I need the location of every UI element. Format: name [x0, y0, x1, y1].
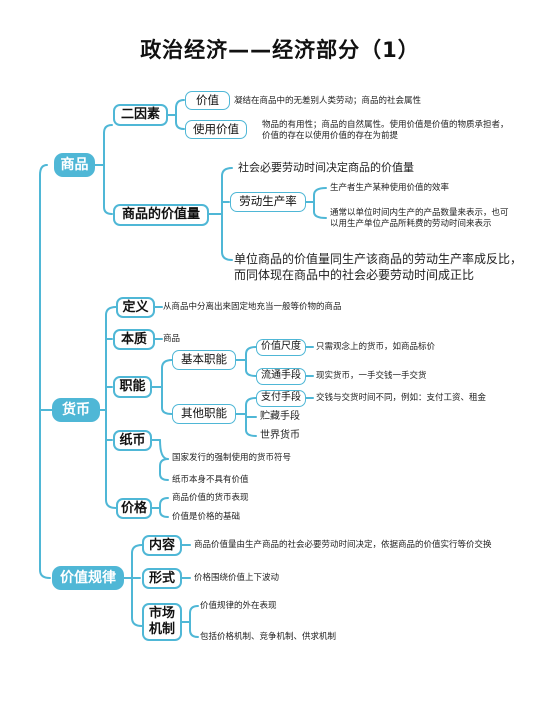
- node-essence: 本质: [113, 329, 155, 350]
- use-value-description-1: 物品的有用性；商品的自然属性。使用价值是价值的物质承担者，: [262, 120, 509, 130]
- node-world-currency: 世界货币: [260, 430, 300, 441]
- price-description-2: 价值是价格的基础: [172, 512, 241, 522]
- market-mechanism-label-2: 机制: [148, 622, 175, 637]
- paper-money-description-2: 纸币本身不具有价值: [172, 475, 249, 485]
- node-use-value: 使用价值: [185, 120, 247, 139]
- node-currency: 货币: [52, 398, 100, 422]
- page-title: 政治经济——经济部分（1）: [140, 38, 420, 62]
- use-value-description-2: 价值的存在以使用价值的存在为前提: [262, 131, 399, 141]
- node-measure-of-value: 价值尺度: [256, 339, 306, 356]
- definition-description: 从商品中分离出来固定地充当一般等价物的商品: [163, 302, 342, 312]
- node-means-of-storage: 贮藏手段: [260, 411, 300, 422]
- node-other-functions: 其他职能: [172, 404, 236, 424]
- price-description-1: 商品价值的货币表现: [172, 493, 249, 503]
- productivity-description-2a: 通常以单位时间内生产的产品数量来表示，也可: [330, 208, 509, 218]
- market-mechanism-label-1: 市场: [148, 606, 175, 621]
- paper-money-description-1: 国家发行的强制使用的货币符号: [172, 453, 292, 463]
- essence-description: 商品: [163, 334, 181, 344]
- value-amount-line-2a: 单位商品的价值量同生产该商品的劳动生产率成反比，: [234, 252, 523, 266]
- node-commodity: 商品: [54, 153, 95, 177]
- node-law-of-value: 价值规律: [52, 566, 124, 590]
- node-two-factors: 二因素: [113, 104, 168, 126]
- market-mechanism-description-1: 价值规律的外在表现: [200, 601, 277, 611]
- node-basic-functions: 基本职能: [172, 350, 236, 370]
- law-content-description: 商品价值量由生产商品的社会必要劳动时间决定，依据商品的价值实行等价交换: [194, 540, 492, 550]
- node-value-amount: 商品的价值量: [113, 204, 209, 226]
- productivity-description-1: 生产者生产某种使用价值的效率: [330, 183, 450, 193]
- means-of-payment-description: 交钱与交货时间不同，例如：支付工资、租金: [316, 393, 487, 403]
- node-definition: 定义: [116, 297, 155, 318]
- node-value: 价值: [185, 91, 230, 110]
- node-means-of-payment: 支付手段: [256, 390, 306, 407]
- node-medium-of-circulation: 流通手段: [256, 368, 306, 385]
- node-price: 价格: [116, 498, 152, 519]
- node-paper-money: 纸币: [113, 430, 152, 451]
- value-amount-line-1: 社会必要劳动时间决定商品的价值量: [238, 161, 414, 174]
- node-law-form: 形式: [142, 568, 182, 589]
- node-productivity: 劳动生产率: [230, 192, 306, 212]
- value-amount-line-2b: 而同体现在商品中的社会必要劳动时间成正比: [234, 268, 475, 282]
- value-description: 凝结在商品中的无差别人类劳动；商品的社会属性: [234, 96, 422, 106]
- market-mechanism-description-2: 包括价格机制、竞争机制、供求机制: [200, 632, 337, 642]
- node-market-mechanism: 市场 机制: [142, 603, 182, 641]
- law-form-description: 价格围绕价值上下波动: [194, 573, 280, 583]
- node-law-content: 内容: [142, 535, 182, 556]
- productivity-description-2b: 以用生产单位产品所耗费的劳动时间来表示: [330, 219, 492, 229]
- medium-of-circulation-description: 现实货币，一手交钱一手交货: [316, 371, 427, 381]
- node-functions: 职能: [113, 376, 152, 398]
- measure-of-value-description: 只需观念上的货币，如商品标价: [316, 342, 436, 352]
